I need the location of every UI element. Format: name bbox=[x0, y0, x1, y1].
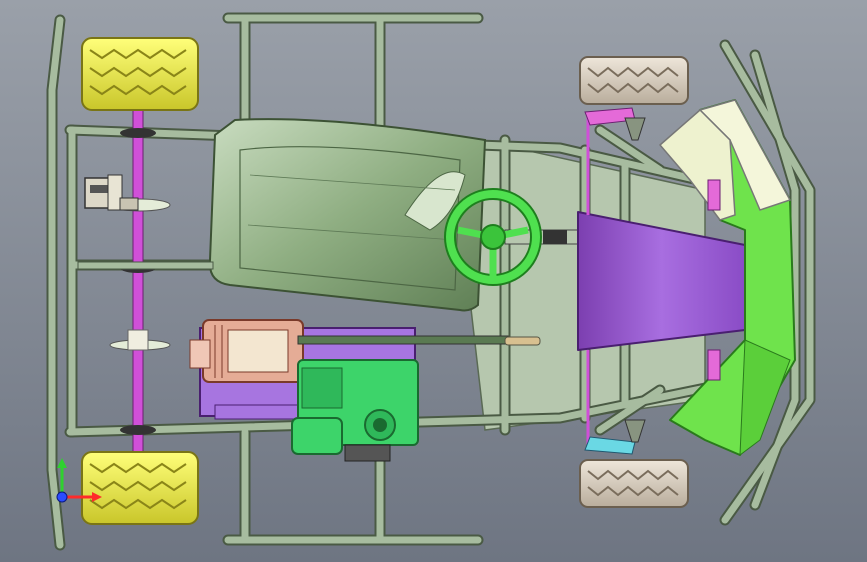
throttle-rod bbox=[297, 335, 509, 345]
axis-triad bbox=[56, 458, 102, 503]
front-spindle-left bbox=[584, 107, 646, 141]
go-kart-model[interactable] bbox=[46, 12, 816, 551]
nose-bumper[interactable] bbox=[658, 99, 796, 457]
engine-assembly[interactable] bbox=[189, 319, 541, 462]
rear-right-tire[interactable] bbox=[81, 451, 199, 525]
front-left-tire[interactable] bbox=[579, 56, 689, 105]
front-right-tire[interactable] bbox=[579, 459, 689, 508]
steering-wheel[interactable] bbox=[444, 188, 542, 286]
seat[interactable] bbox=[208, 118, 487, 312]
front-spindle-right bbox=[584, 419, 646, 455]
rear-left-tire[interactable] bbox=[81, 37, 199, 111]
seat-mount-bar bbox=[77, 261, 214, 270]
brake-caliper bbox=[84, 174, 139, 211]
